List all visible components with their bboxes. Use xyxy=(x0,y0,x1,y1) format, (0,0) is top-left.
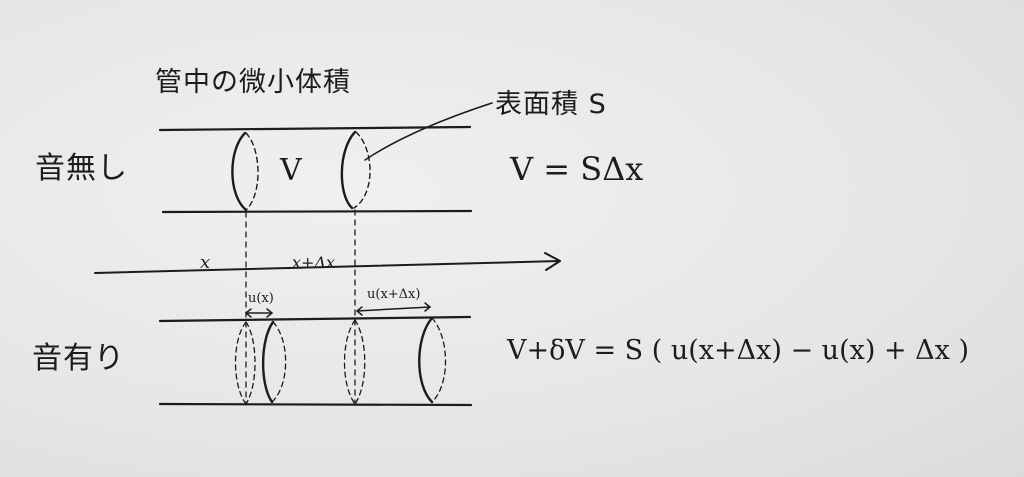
lower-displaced-right-back xyxy=(431,317,447,403)
lower-original-right-section-back xyxy=(354,319,366,405)
uxdx-arrow xyxy=(356,306,431,312)
no-sound-label: 音無し xyxy=(35,151,128,186)
surface-area-label: 表面積 S xyxy=(495,89,607,120)
lower-tube-top-wall xyxy=(158,315,472,323)
uxdx-arrowhead-left xyxy=(356,306,363,316)
volume-label: V xyxy=(280,153,302,188)
x-axis xyxy=(94,252,561,274)
surface-leader-line xyxy=(364,102,493,161)
lower-tube xyxy=(158,315,473,407)
lower-original-left-section-back xyxy=(245,321,256,405)
ux-displacement-label: u(x) xyxy=(248,291,274,306)
upper-left-section-front xyxy=(231,131,248,212)
uxdx-arrowhead-right xyxy=(424,302,431,312)
x-axis-arrowhead xyxy=(544,252,561,271)
lower-displaced-left-back xyxy=(271,321,287,403)
lower-original-left-section xyxy=(234,321,247,405)
upper-tube xyxy=(158,125,473,214)
upper-tube-bottom-wall xyxy=(161,209,473,214)
x-plus-dx-position-label: x+Δx xyxy=(292,253,336,272)
lower-tube-bottom-wall xyxy=(158,402,473,407)
lower-displaced-right-front xyxy=(418,316,434,404)
upper-right-section-back xyxy=(353,131,371,209)
with-sound-label: 音有り xyxy=(32,341,125,376)
ux-arrowhead-left xyxy=(245,308,252,318)
ux-arrowhead-right xyxy=(266,308,273,318)
lower-displaced-left-front xyxy=(261,320,275,404)
diagram-title: 管中の微小体積 xyxy=(155,67,351,98)
uxdx-displacement-label: u(x+Δx) xyxy=(367,287,421,302)
equation-with-sound: V+δV = S ( u(x+Δx) − u(x) + Δx ) xyxy=(507,335,969,366)
upper-tube-top-wall xyxy=(158,125,472,132)
upper-left-section-back xyxy=(245,132,259,211)
upper-right-section-front xyxy=(340,130,357,210)
x-axis-line xyxy=(94,260,561,274)
equation-no-sound: V = SΔx xyxy=(510,150,644,188)
displacement-arrows xyxy=(245,302,431,318)
lower-original-right-section xyxy=(343,319,356,405)
x-position-label: x xyxy=(200,252,211,273)
